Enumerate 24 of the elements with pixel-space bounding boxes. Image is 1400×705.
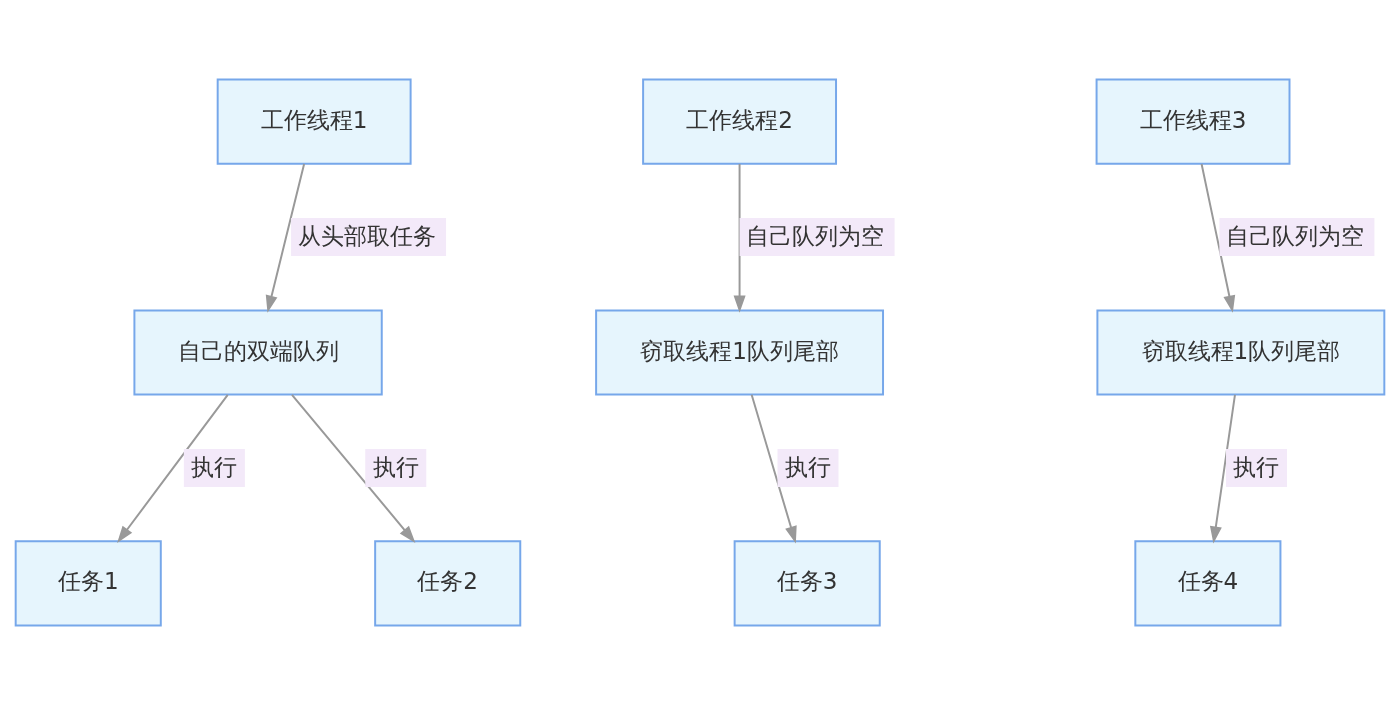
edge-label: 从头部取任务 bbox=[297, 223, 436, 249]
arrow bbox=[265, 163, 306, 313]
node-box: 任务3 bbox=[733, 540, 881, 627]
arrow bbox=[291, 393, 416, 543]
node-box: 窃取线程1队列尾部 bbox=[1096, 309, 1386, 396]
arrow bbox=[733, 163, 746, 313]
arrow bbox=[1200, 163, 1236, 313]
edge-label: 自己队列为空 bbox=[746, 223, 885, 249]
node-box: 自己的双端队列 bbox=[133, 309, 383, 396]
node-box: 任务2 bbox=[374, 540, 522, 627]
edge-label: 自己队列为空 bbox=[1226, 223, 1365, 249]
node-box: 任务1 bbox=[14, 540, 162, 627]
node-box: 任务4 bbox=[1134, 540, 1282, 627]
edge-label: 执行 bbox=[191, 453, 238, 480]
node-box: 工作线程3 bbox=[1095, 78, 1291, 165]
arrow bbox=[117, 393, 229, 543]
arrow bbox=[750, 393, 797, 544]
arrow bbox=[1209, 393, 1236, 544]
node-box: 窃取线程1队列尾部 bbox=[595, 309, 885, 396]
edge-label: 执行 bbox=[1233, 453, 1280, 480]
node-box: 工作线程2 bbox=[642, 78, 838, 165]
edge-label: 执行 bbox=[784, 453, 831, 480]
edge-label: 执行 bbox=[372, 453, 419, 480]
node-box: 工作线程1 bbox=[216, 78, 412, 165]
